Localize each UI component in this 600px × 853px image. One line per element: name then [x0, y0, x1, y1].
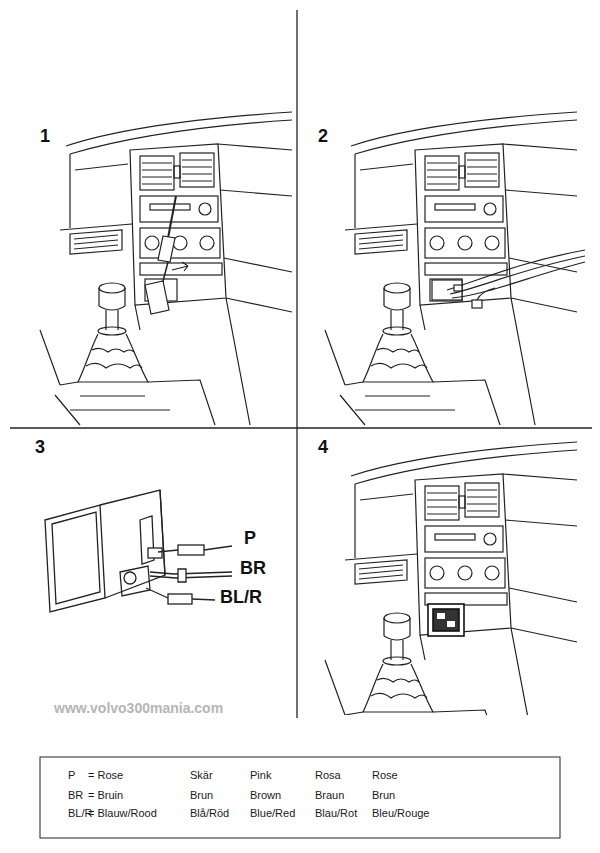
wire-color-label: P: [244, 528, 256, 550]
panel-number: 3: [35, 437, 45, 459]
color-name-cell: Bleu/Rouge: [372, 807, 430, 820]
color-name-cell: Skär: [190, 769, 213, 782]
wire-color-label: BL/R: [220, 587, 262, 609]
watermark: www.volvo300mania.com: [54, 700, 223, 717]
panel-number: 2: [318, 126, 328, 148]
color-name-cell: Pink: [250, 769, 271, 782]
color-name-cell: Rose: [372, 769, 398, 782]
color-name-cell: = Blauw/Rood: [88, 807, 157, 820]
color-name-cell: = Bruin: [88, 789, 123, 802]
color-name-cell: Blue/Red: [250, 807, 295, 820]
color-name-cell: Blå/Röd: [190, 807, 229, 820]
color-code: BR: [68, 789, 83, 802]
panel-number: 1: [40, 126, 50, 148]
color-name-cell: Brun: [372, 789, 395, 802]
color-name-cell: Blau/Rot: [315, 807, 357, 820]
color-code: P: [68, 769, 75, 782]
color-name-cell: = Rose: [88, 769, 123, 782]
color-name-cell: Braun: [315, 789, 344, 802]
color-name-cell: Rosa: [315, 769, 341, 782]
color-name-cell: Brown: [250, 789, 281, 802]
color-name-cell: Brun: [190, 789, 213, 802]
panel-number: 4: [318, 437, 328, 459]
wire-color-label: BR: [240, 558, 266, 580]
